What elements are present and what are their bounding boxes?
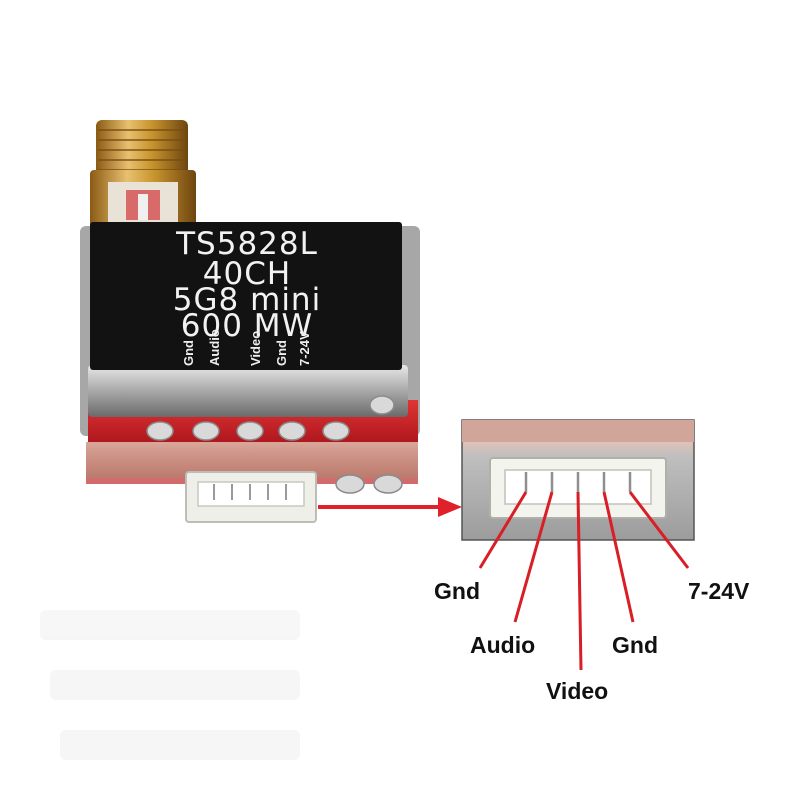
sma-connector bbox=[90, 120, 196, 230]
shield-pin-label-gnd-2: Gnd bbox=[274, 340, 289, 366]
shield-pin-label-power: 7-24V bbox=[297, 331, 312, 366]
pin-header bbox=[146, 395, 403, 494]
callout-label-power: 7-24V bbox=[688, 578, 750, 604]
shield-lip bbox=[88, 365, 408, 417]
shield-pin-label-video: Video bbox=[248, 330, 263, 366]
shield-power-text: 600 MW bbox=[180, 308, 314, 344]
callout-label-audio: Audio bbox=[470, 632, 536, 658]
jst-connector-module bbox=[185, 471, 317, 523]
pin-callout-lines bbox=[478, 491, 690, 671]
shield-pin-label-audio: Audio bbox=[207, 329, 222, 366]
callout-label-gnd-2: Gnd bbox=[612, 632, 658, 658]
callout-label-gnd: Gnd bbox=[434, 578, 480, 604]
callout-arrow bbox=[318, 497, 462, 517]
shield-band-text: 5G8 mini bbox=[172, 282, 322, 318]
shield-channel-text: 40CH bbox=[202, 256, 292, 292]
shield-top bbox=[90, 222, 402, 370]
watermark-smudge bbox=[40, 610, 300, 760]
shield-model-text: TS5828L bbox=[176, 226, 318, 262]
shield-pin-label-gnd: Gnd bbox=[181, 340, 196, 366]
callout-label-video: Video bbox=[546, 678, 609, 704]
